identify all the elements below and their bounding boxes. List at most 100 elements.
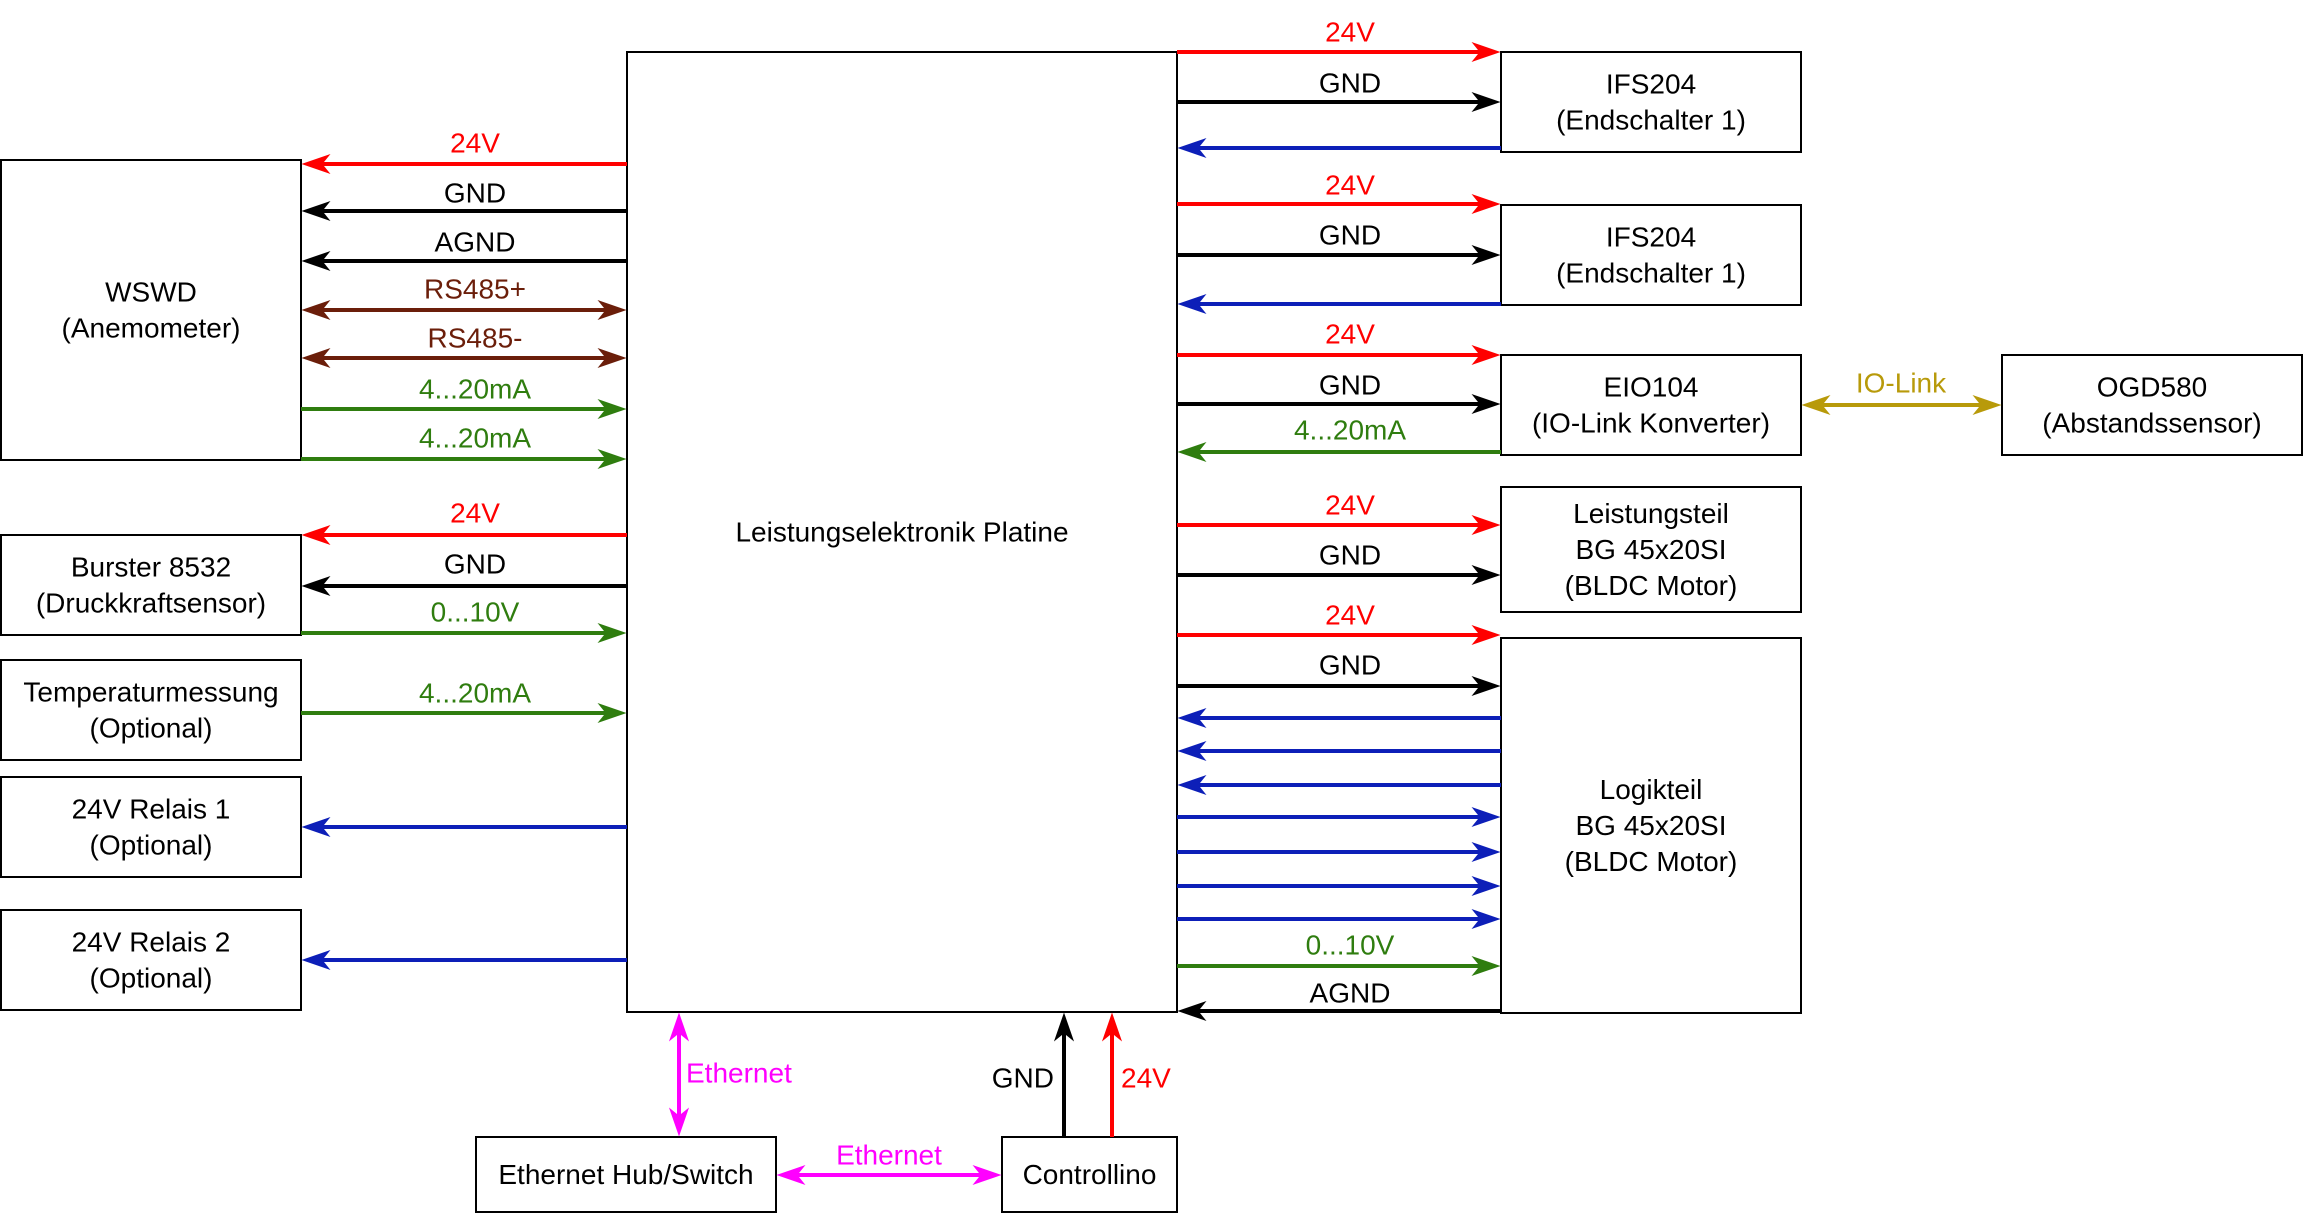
box-ifs204-b: IFS204 (Endschalter 1) — [1500, 204, 1802, 306]
box-label-line: BG 45x20SI — [1576, 534, 1727, 565]
wire-wswd-gnd — [301, 200, 627, 222]
wire-wswd-24v — [301, 153, 627, 175]
wire-leist-24v — [1177, 514, 1501, 536]
box-label-line: Controllino — [1023, 1159, 1157, 1190]
wire-leist-gnd — [1177, 564, 1501, 586]
wire-ctrl-24v — [1101, 1012, 1123, 1137]
box-label-line: WSWD — [105, 277, 197, 308]
wire-label-iolink: IO-Link — [1856, 368, 1947, 399]
wire-label-eio-24v: 24V — [1325, 319, 1375, 350]
box-label-line: Leistungselektronik Platine — [735, 517, 1068, 548]
box-label-line: Leistungsteil — [1573, 498, 1729, 529]
wire-burster-gnd — [301, 575, 627, 597]
wire-relais2 — [301, 949, 627, 971]
wire-logik-gnd — [1177, 675, 1501, 697]
wire-logik-out4 — [1177, 908, 1501, 930]
wire-label-logik-010v: 0...10V — [1306, 930, 1395, 961]
box-label-line: 24V Relais 2 — [72, 927, 231, 958]
box-label-line: (Anemometer) — [62, 313, 241, 344]
box-label-line: (Endschalter 1) — [1556, 105, 1746, 136]
wire-wswd-rs485p — [301, 299, 627, 321]
box-label-line: Temperaturmessung — [23, 677, 278, 708]
box-logikteil: Logikteil BG 45x20SI (BLDC Motor) — [1500, 637, 1802, 1014]
wire-label-wswd-rs485p: RS485+ — [424, 274, 526, 305]
wire-burster-24v — [301, 524, 627, 546]
wire-label-burster-24v: 24V — [450, 498, 500, 529]
wire-label-logik-agnd: AGND — [1310, 978, 1391, 1009]
box-label-line: Burster 8532 — [71, 552, 231, 583]
wire-label-burster-010v: 0...10V — [431, 597, 520, 628]
wire-logik-in3 — [1177, 774, 1501, 796]
box-label-line: (Optional) — [90, 830, 213, 861]
box-controllino: Controllino — [1001, 1136, 1178, 1213]
box-label-line: Logikteil — [1600, 774, 1703, 805]
box-platine: Leistungselektronik Platine — [626, 51, 1178, 1013]
box-temperatur: Temperaturmessung (Optional) — [0, 659, 302, 761]
box-label-line: EIO104 — [1604, 372, 1699, 403]
wire-ifs-b-sig — [1177, 293, 1501, 315]
box-hub: Ethernet Hub/Switch — [475, 1136, 777, 1213]
box-label-line: 24V Relais 1 — [72, 794, 231, 825]
wire-logik-in1 — [1177, 707, 1501, 729]
wire-label-wswd-rs485m: RS485- — [428, 323, 523, 354]
box-label-line: IFS204 — [1606, 69, 1696, 100]
wire-temp-ma — [301, 702, 627, 724]
box-label-line: (BLDC Motor) — [1565, 570, 1738, 601]
wire-label-wswd-ma2: 4...20mA — [419, 423, 531, 454]
wire-label-ifs-b-24v: 24V — [1325, 170, 1375, 201]
wire-logik-out3 — [1177, 875, 1501, 897]
wire-label-eio-gnd: GND — [1319, 370, 1381, 401]
wire-label-wswd-gnd: GND — [444, 178, 506, 209]
wire-label-leist-gnd: GND — [1319, 540, 1381, 571]
wire-label-temp-ma: 4...20mA — [419, 678, 531, 709]
box-wswd: WSWD (Anemometer) — [0, 159, 302, 461]
box-label-line: Ethernet Hub/Switch — [498, 1159, 753, 1190]
box-label-line: BG 45x20SI — [1576, 810, 1727, 841]
wire-label-wswd-24v: 24V — [450, 128, 500, 159]
wire-logik-010v — [1177, 955, 1501, 977]
box-label-line: (BLDC Motor) — [1565, 846, 1738, 877]
wire-label-eth-hub: Ethernet — [836, 1140, 942, 1171]
wire-eth-platine — [668, 1012, 690, 1137]
wire-iolink — [1801, 394, 2002, 416]
box-label-line: (IO-Link Konverter) — [1532, 408, 1770, 439]
box-label-line: OGD580 — [2097, 372, 2208, 403]
wire-label-eth-platine: Ethernet — [686, 1058, 792, 1089]
wire-label-logik-24v: 24V — [1325, 600, 1375, 631]
box-burster: Burster 8532 (Druckkraftsensor) — [0, 534, 302, 636]
wire-logik-agnd — [1177, 1000, 1501, 1022]
wire-ifs-a-gnd — [1177, 91, 1501, 113]
wire-ifs-b-24v — [1177, 193, 1501, 215]
wire-ifs-a-24v — [1177, 41, 1501, 63]
wire-ifs-b-gnd — [1177, 244, 1501, 266]
wire-label-ctrl-24v: 24V — [1121, 1063, 1171, 1094]
box-label-line: (Abstandssensor) — [2042, 408, 2261, 439]
wire-logik-in2 — [1177, 740, 1501, 762]
wire-ctrl-gnd — [1053, 1012, 1075, 1137]
wire-wswd-ma1 — [301, 398, 627, 420]
wire-label-burster-gnd: GND — [444, 549, 506, 580]
box-label-line: (Optional) — [90, 963, 213, 994]
box-relais2: 24V Relais 2 (Optional) — [0, 909, 302, 1011]
wire-label-ifs-a-24v: 24V — [1325, 17, 1375, 48]
wire-logik-24v — [1177, 624, 1501, 646]
wire-eio-gnd — [1177, 393, 1501, 415]
wire-logik-out1 — [1177, 806, 1501, 828]
wire-eth-hub — [776, 1164, 1002, 1186]
wire-relais1 — [301, 816, 627, 838]
wire-label-ifs-a-gnd: GND — [1319, 68, 1381, 99]
box-label-line: (Optional) — [90, 713, 213, 744]
box-ifs204-a: IFS204 (Endschalter 1) — [1500, 51, 1802, 153]
wire-label-ctrl-gnd: GND — [992, 1063, 1054, 1094]
box-label-line: IFS204 — [1606, 222, 1696, 253]
wire-wswd-agnd — [301, 250, 627, 272]
box-label-line: (Druckkraftsensor) — [36, 588, 266, 619]
wire-wswd-ma2 — [301, 448, 627, 470]
wire-eio-24v — [1177, 344, 1501, 366]
wire-burster-010v — [301, 622, 627, 644]
wire-label-wswd-agnd: AGND — [435, 227, 516, 258]
box-leistungsteil: Leistungsteil BG 45x20SI (BLDC Motor) — [1500, 486, 1802, 613]
box-label-line: (Endschalter 1) — [1556, 258, 1746, 289]
wire-ifs-a-sig — [1177, 137, 1501, 159]
